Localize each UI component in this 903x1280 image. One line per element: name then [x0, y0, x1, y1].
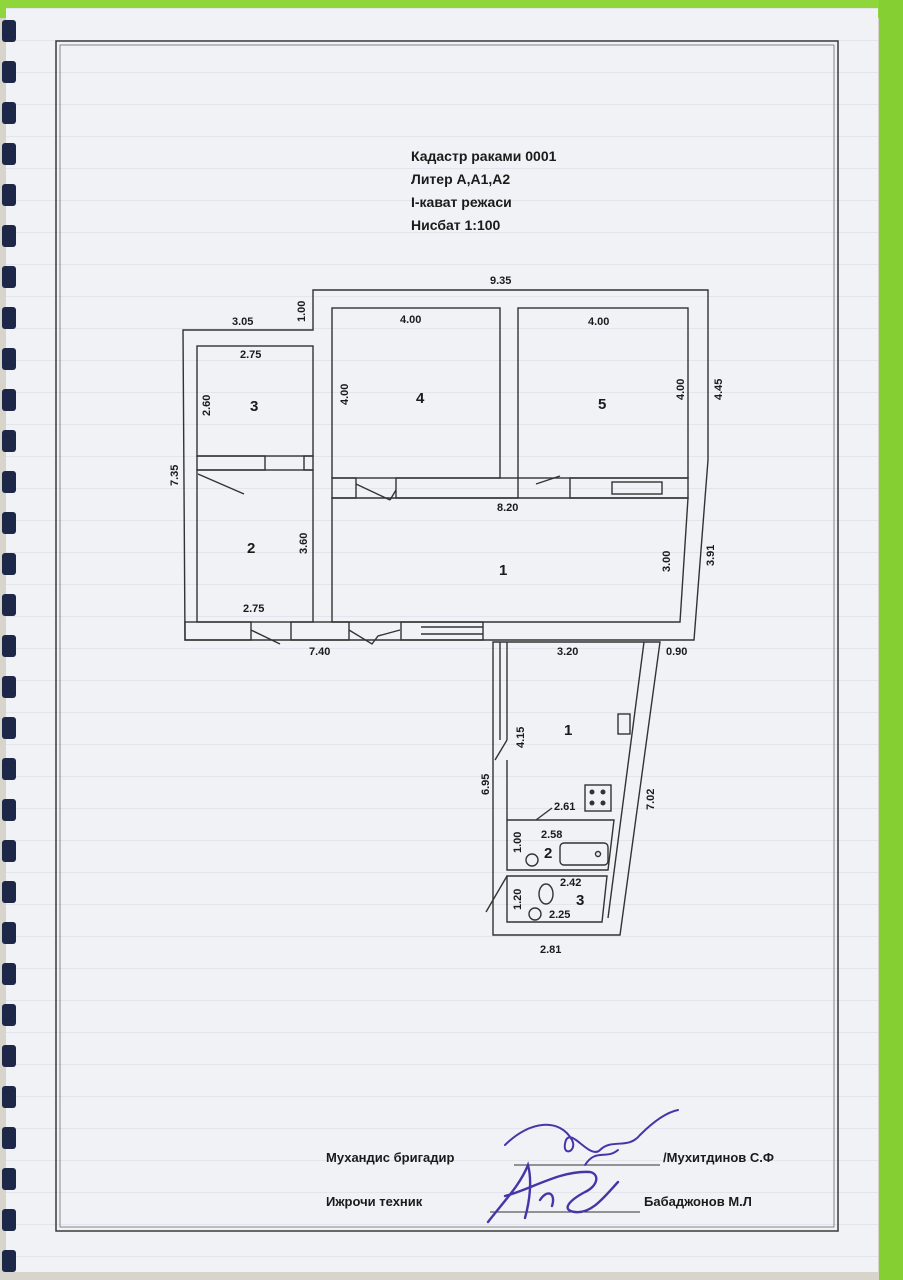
dim-4-00-r4-side: 4.00: [339, 384, 351, 405]
dim-2-75-top: 2.75: [240, 349, 261, 361]
dim-2-25: 2.25: [549, 909, 570, 921]
binding-loop: [2, 1209, 16, 1231]
dim-7-02: 7.02: [645, 789, 657, 810]
scale-label: Нисбат 1:100: [411, 217, 501, 233]
dim-3-91: 3.91: [705, 545, 717, 566]
room-2-left: 2: [247, 540, 255, 557]
room-5: 5: [598, 396, 606, 413]
page-frame: [55, 40, 839, 1232]
binding-loop: [2, 348, 16, 370]
binding-loop: [2, 1086, 16, 1108]
dim-2-61: 2.61: [554, 801, 575, 813]
binding-loop: [2, 430, 16, 452]
binding-loop: [2, 266, 16, 288]
technician-label: Ижрочи техник: [326, 1194, 423, 1209]
dim-2-81: 2.81: [540, 944, 561, 956]
room-1-main: 1: [499, 562, 507, 579]
walls: [182, 289, 709, 936]
dim-4-00-r5-top: 4.00: [588, 316, 609, 328]
binding-loop: [2, 922, 16, 944]
binding-loop: [2, 881, 16, 903]
stove-burners: [589, 789, 606, 806]
dim-8-20: 8.20: [497, 502, 518, 514]
binding-loop: [2, 840, 16, 862]
binding-loop: [2, 143, 16, 165]
binding-loop: [2, 1045, 16, 1067]
binding-loop: [2, 225, 16, 247]
dim-2-58: 2.58: [541, 829, 562, 841]
signature-lines: [490, 1164, 660, 1213]
binding-loop: [2, 389, 16, 411]
liter-label: Литер А,А1,А2: [411, 171, 511, 187]
engineer-label: Мухандис бригадир: [326, 1150, 455, 1165]
dim-0-90: 0.90: [666, 646, 687, 658]
room-4: 4: [416, 390, 425, 407]
binding-loop: [2, 512, 16, 534]
binding-loop: [2, 1127, 16, 1149]
floor-plan-label: I-кават режаси: [411, 194, 512, 210]
dim-4-00-r4-top: 4.00: [400, 314, 421, 326]
binding-loop: [2, 307, 16, 329]
binding-loop: [2, 553, 16, 575]
dim-1-00-top: 1.00: [296, 301, 308, 322]
dim-3-20: 3.20: [557, 646, 578, 658]
dim-9-35: 9.35: [490, 275, 511, 287]
signature-technician: [486, 1161, 620, 1224]
dim-3-00: 3.00: [661, 551, 673, 572]
dim-2-42: 2.42: [560, 877, 581, 889]
room-1-extension: 1: [564, 722, 572, 739]
binding-loop: [2, 1250, 16, 1272]
binding-loop: [2, 594, 16, 616]
background-green-right: [879, 0, 903, 1280]
binding-loop: [2, 758, 16, 780]
dim-1-00-bath: 1.00: [512, 832, 524, 853]
room-3-wc: 3: [576, 892, 584, 909]
binding-loop: [2, 799, 16, 821]
room-2-bathroom: 2: [544, 845, 552, 862]
binding-loop: [2, 635, 16, 657]
binding-loop: [2, 61, 16, 83]
cadastre-number: Кадастр раками 0001: [411, 148, 557, 164]
dim-2-75-bottom: 2.75: [243, 603, 264, 615]
technician-name: Бабаджонов М.Л: [644, 1194, 752, 1209]
dim-3-05: 3.05: [232, 316, 253, 328]
dim-4-45: 4.45: [713, 379, 725, 400]
dim-6-95: 6.95: [480, 774, 492, 795]
binding-loop: [2, 102, 16, 124]
dim-7-35: 7.35: [169, 465, 181, 486]
signature-engineer: [504, 1109, 679, 1166]
spiral-binding: [0, 0, 22, 1280]
binding-loop: [2, 963, 16, 985]
binding-loop: [2, 20, 16, 42]
drawing-title-block: Кадастр раками 0001 Литер А,А1,А2 I-кава…: [411, 145, 556, 237]
binding-loop: [2, 1004, 16, 1026]
page-frame-inner: [59, 44, 835, 1228]
engineer-name: /Мухитдинов С.Ф: [663, 1150, 774, 1165]
dim-3-60: 3.60: [298, 533, 310, 554]
binding-loop: [2, 184, 16, 206]
binding-loop: [2, 471, 16, 493]
dim-4-00-r5-side: 4.00: [675, 379, 687, 400]
dim-4-15: 4.15: [515, 727, 527, 748]
room-3-left: 3: [250, 398, 258, 415]
dim-1-20: 1.20: [512, 889, 524, 910]
dim-7-40: 7.40: [309, 646, 330, 658]
binding-loop: [2, 1168, 16, 1190]
dim-2-60: 2.60: [201, 395, 213, 416]
binding-loop: [2, 676, 16, 698]
binding-loop: [2, 717, 16, 739]
